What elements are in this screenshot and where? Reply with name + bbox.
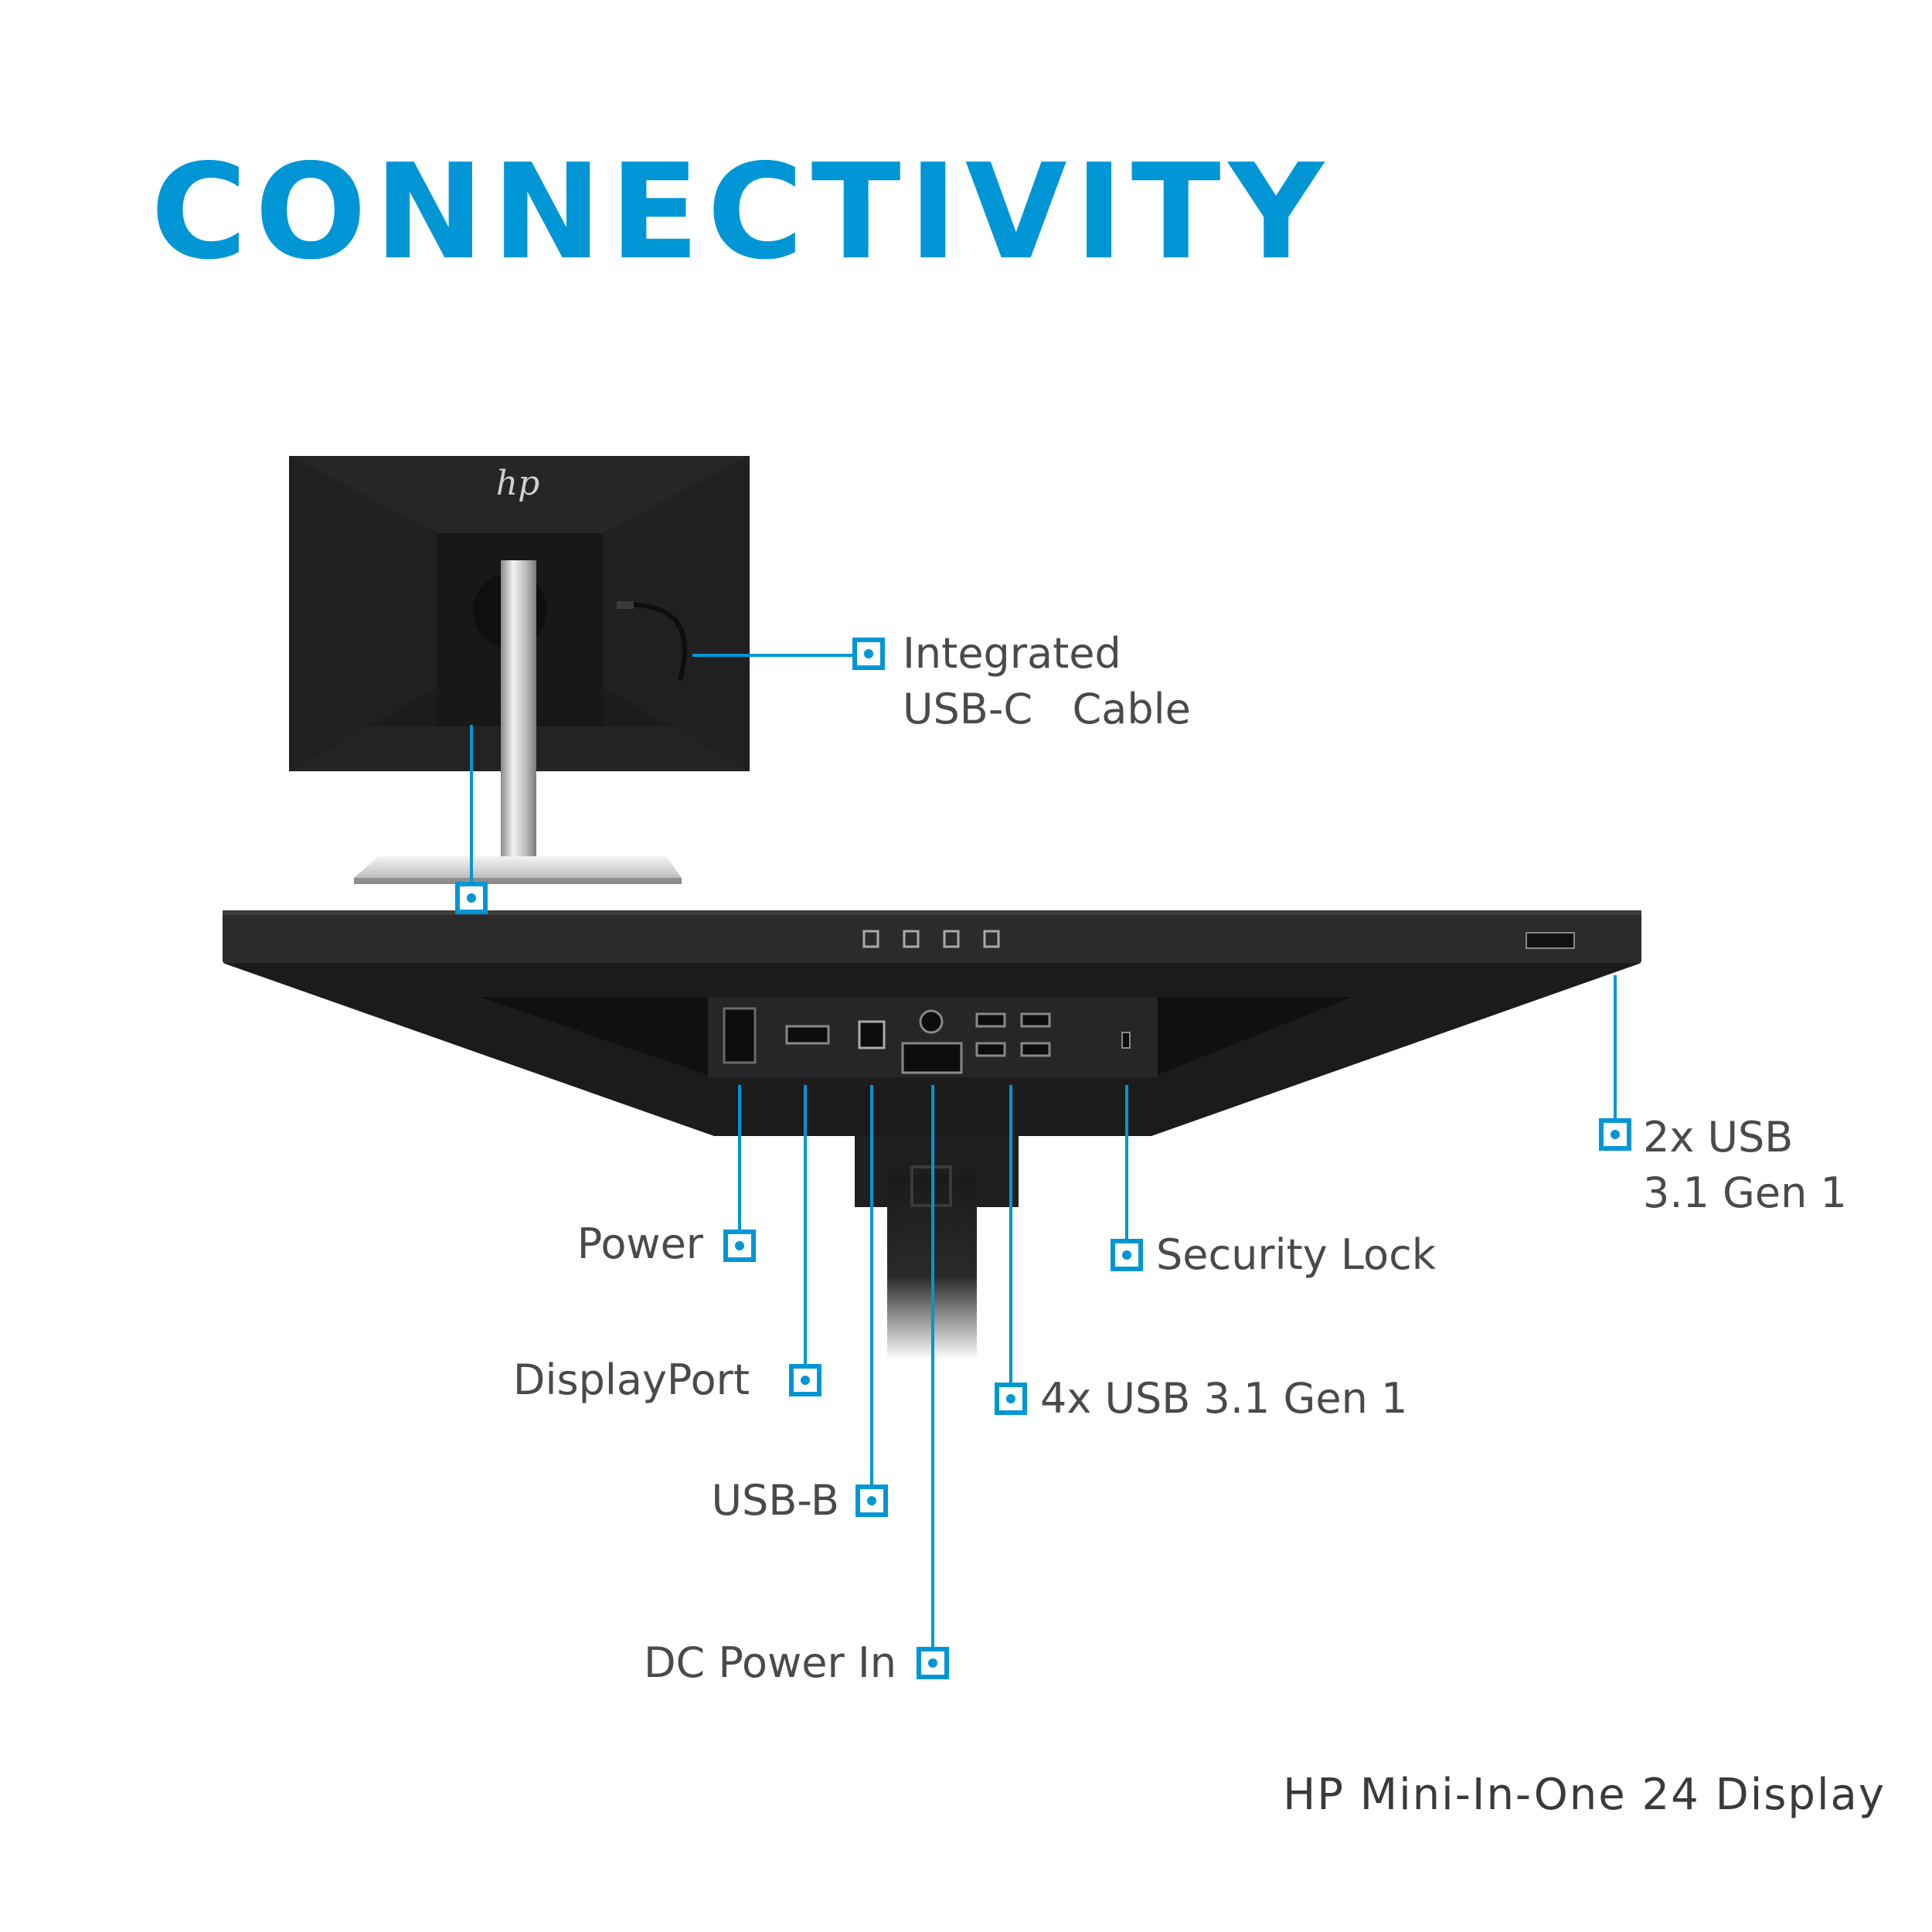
callout-usb-c-cable: Integrated USB-C Cable [903,629,1191,733]
usb-a-port-icon [975,1042,1006,1057]
callout-power: Power [577,1219,703,1268]
dc-power-port-icon [901,1042,963,1074]
usb-a-port-icon [1020,1042,1051,1057]
osd-button-icon [862,930,879,948]
usb-b-port-icon [858,1020,886,1049]
callout-4x-usb: 4x USB 3.1 Gen 1 [1040,1374,1408,1423]
product-name: HP Mini-In-One 24 Display [1283,1770,1886,1820]
callout-displayport: DisplayPort [512,1355,750,1404]
callout-usb-b: USB-B [711,1476,839,1525]
osd-button-icon [983,930,1000,948]
callout-markers [455,638,1631,1679]
osd-button-icon [943,930,960,948]
callout-security-lock: Security Lock [1156,1230,1437,1279]
usb-a-port-icon [1020,1012,1051,1028]
callout-2x-usb: 2x USB 3.1 Gen 1 [1643,1113,1847,1217]
page-title: CONNECTIVITY [151,136,1332,289]
callout-marker-dots [467,649,1620,1668]
monitor-rear-view: hp [289,456,750,884]
marker-icon [1111,1239,1143,1271]
hp-logo: hp [496,464,540,503]
usb-a-port-icon [975,1012,1006,1028]
callout-dc-power-in: DC Power In [643,1638,896,1687]
security-lock-slot-icon [1121,1032,1131,1049]
side-usb-port-icon [1526,932,1575,949]
monitor-bottom-view [223,910,1641,1360]
callout-lines [470,654,1617,1649]
audio-jack-icon [919,1009,944,1034]
osd-button-icon [903,930,920,948]
power-switch-icon [723,1007,757,1064]
displayport-port-icon [785,1025,830,1045]
